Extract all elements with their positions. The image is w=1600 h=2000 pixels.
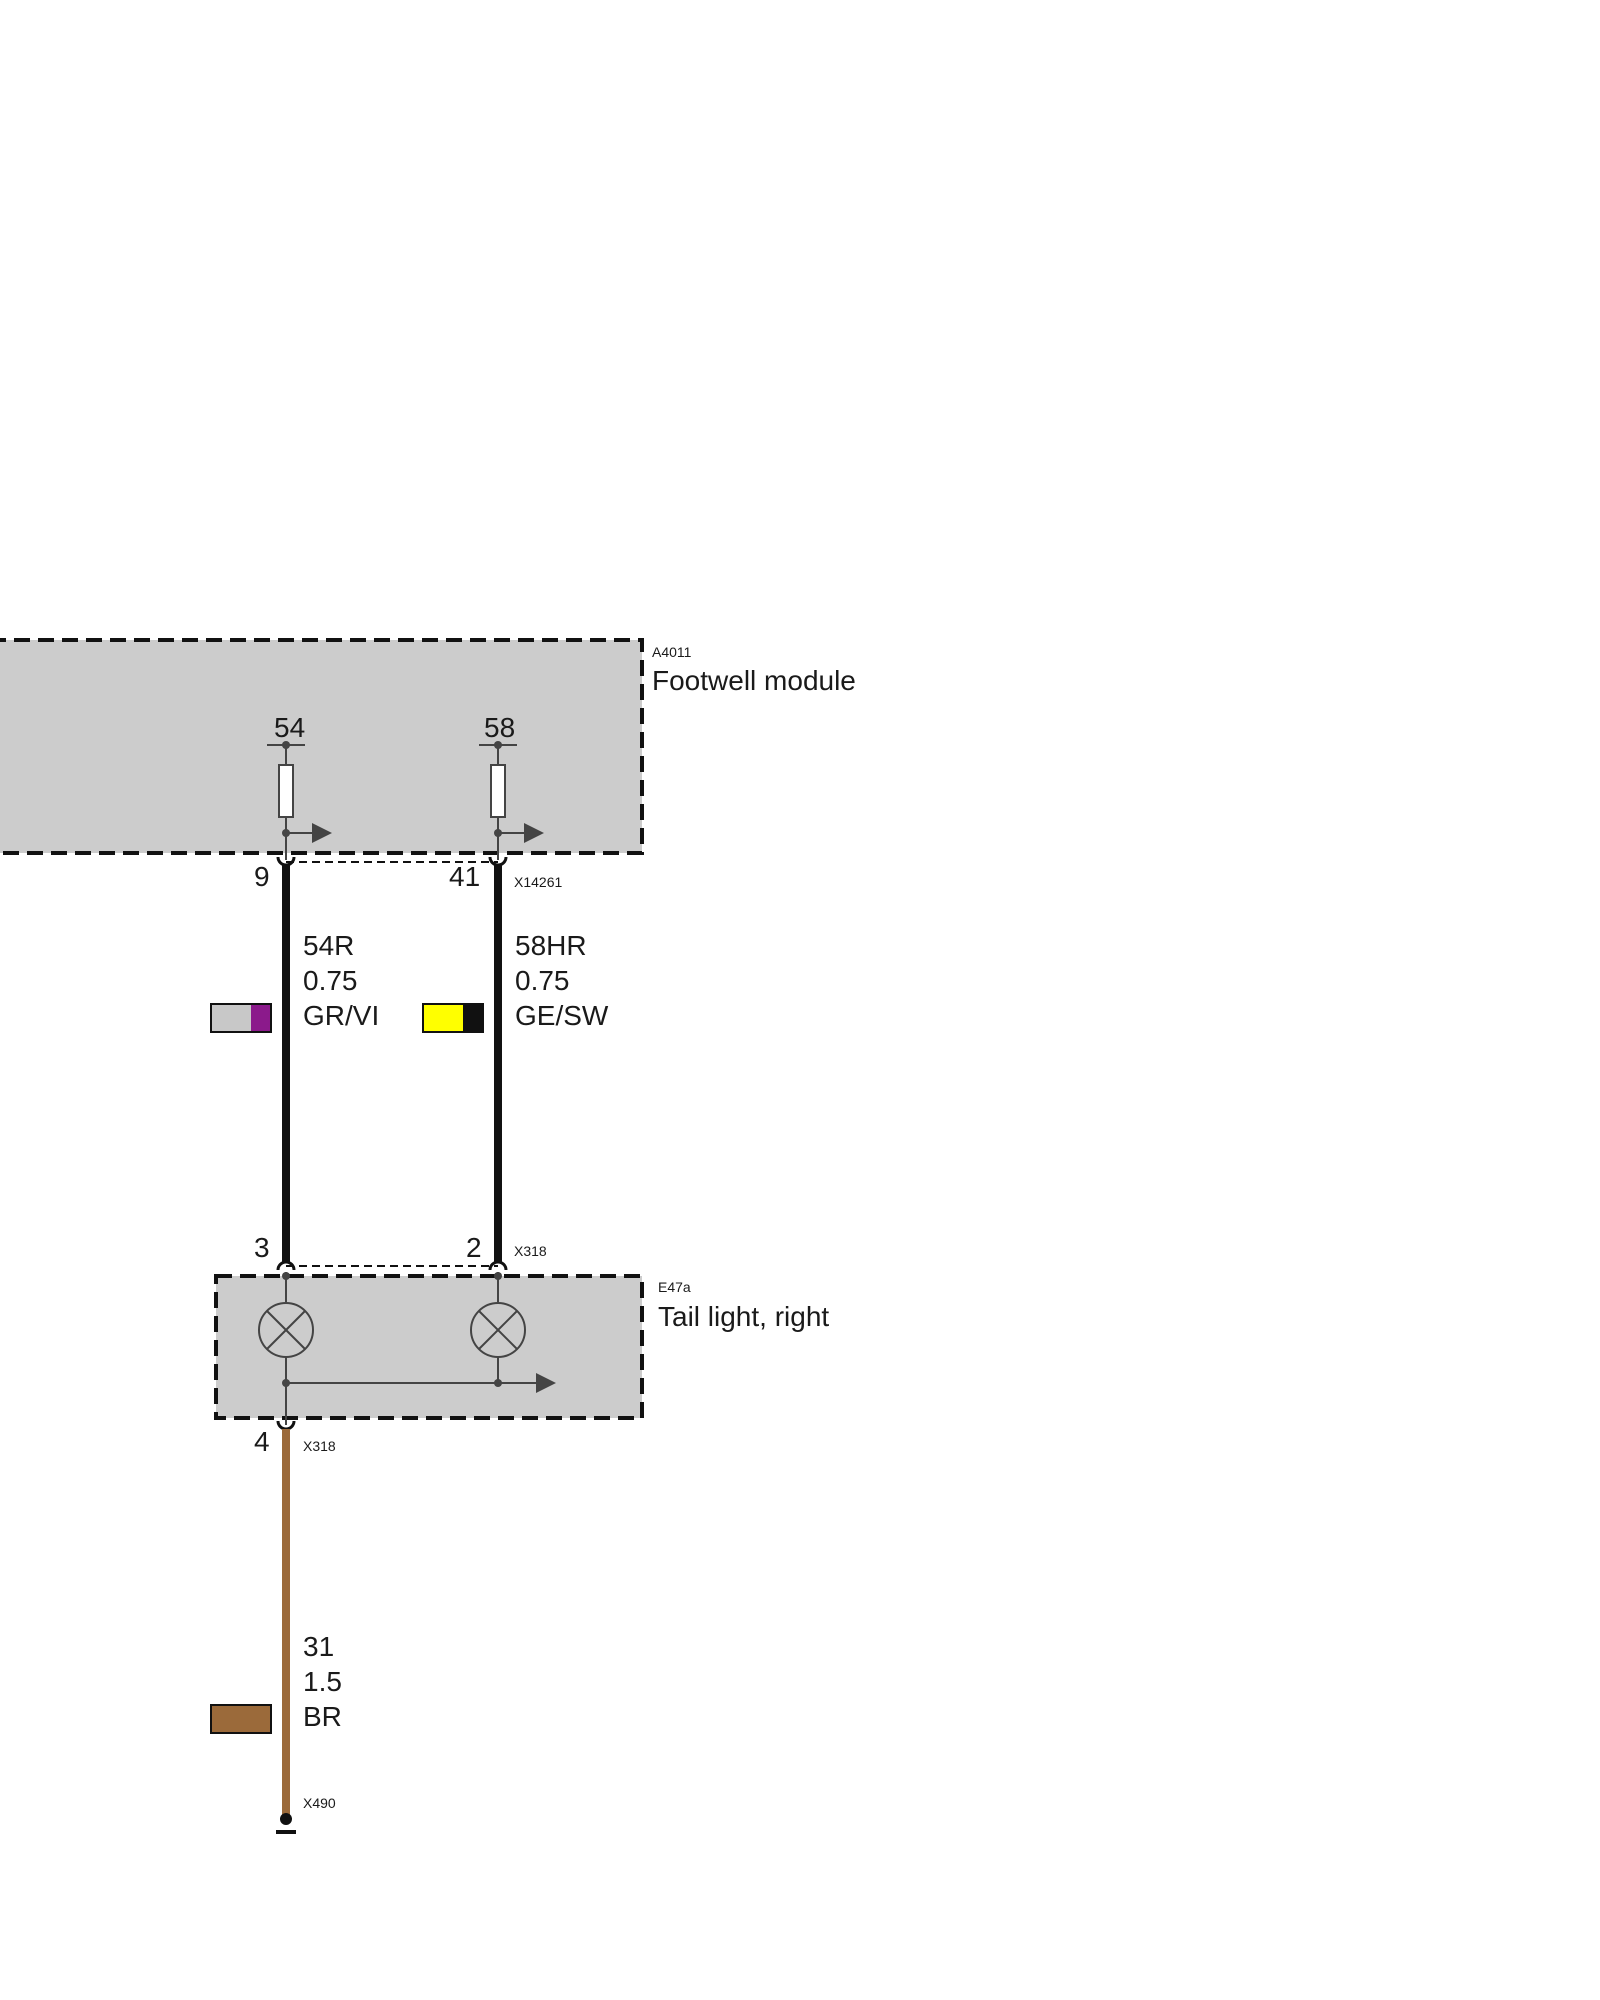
footwell-module: A4011 Footwell module 54 58	[0, 638, 856, 860]
wire-54r: 54R 0.75 GR/VI	[210, 864, 379, 1262]
connector-pin-9: 9	[254, 861, 270, 892]
wire-signal: 31	[303, 1631, 334, 1662]
wire-color-swatch-icon	[210, 1003, 272, 1033]
wire-signal: 58HR	[515, 930, 587, 961]
connector-code-x14261: X14261	[514, 874, 562, 890]
wire-size: 1.5	[303, 1666, 342, 1697]
wire-size: 0.75	[515, 965, 570, 996]
footwell-module-name: Footwell module	[652, 665, 856, 696]
taillight-module: E47a Tail light, right	[214, 1272, 829, 1425]
resistor-icon	[278, 764, 294, 818]
connector-x14261: 9 41 X14261	[254, 856, 562, 892]
connector-pin-icon	[276, 1420, 296, 1431]
wire-signal: 54R	[303, 930, 354, 961]
wire-color-swatch-icon	[422, 1003, 484, 1033]
connector-pin-icon	[488, 1260, 508, 1271]
wire-color: GR/VI	[303, 1000, 379, 1031]
wire-size: 0.75	[303, 965, 358, 996]
connector-pin-icon	[276, 1260, 296, 1271]
connector-code-x318: X318	[514, 1243, 547, 1259]
wire-color: GE/SW	[515, 1000, 609, 1031]
connector-pin-2: 2	[466, 1232, 482, 1263]
connector-code-x318: X318	[303, 1438, 336, 1454]
pin-label-58: 58	[484, 712, 515, 743]
resistor-icon	[490, 764, 506, 818]
taillight-module-name: Tail light, right	[658, 1301, 829, 1332]
connector-pin-4: 4	[254, 1426, 270, 1457]
ground-icon	[280, 1813, 292, 1825]
footwell-pin-54: 54	[267, 712, 332, 860]
ground-x490: X490	[276, 1795, 336, 1834]
taillight-module-code: E47a	[658, 1279, 691, 1295]
wire-31: 31 1.5 BR	[210, 1429, 342, 1820]
connector-pin-41: 41	[449, 861, 480, 892]
connector-code-x490: X490	[303, 1795, 336, 1811]
taillight-module-box	[214, 1274, 644, 1420]
wire-58hr: 58HR 0.75 GE/SW	[422, 864, 609, 1262]
footwell-pin-58: 58	[479, 712, 544, 860]
pin-label-54: 54	[274, 712, 305, 743]
connector-x318-top: 3 2 X318	[254, 1232, 547, 1271]
wire-color: BR	[303, 1701, 342, 1732]
footwell-module-box	[0, 638, 644, 855]
footwell-module-code: A4011	[652, 644, 692, 660]
connector-x318-bottom: 4 X318	[254, 1420, 336, 1457]
wire-color-swatch-icon	[210, 1704, 272, 1734]
connector-pin-3: 3	[254, 1232, 270, 1263]
